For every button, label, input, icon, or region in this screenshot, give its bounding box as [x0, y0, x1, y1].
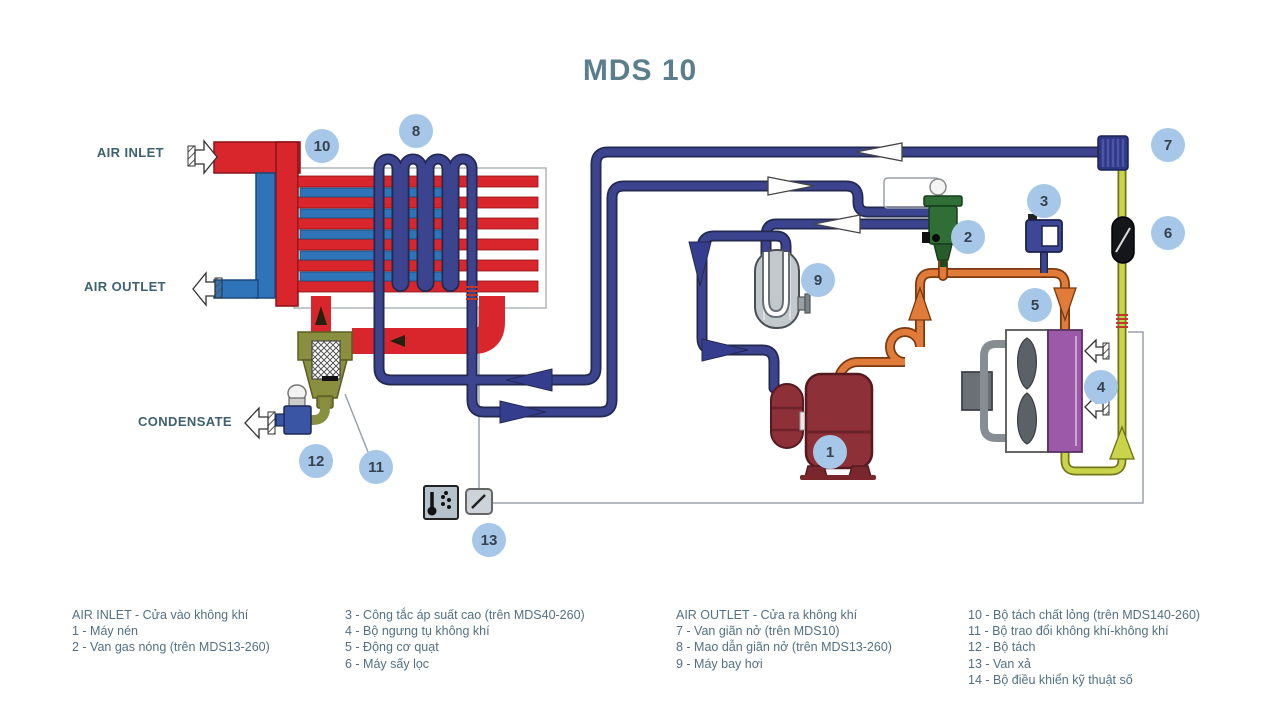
flow-arrow-up-red [315, 306, 327, 325]
badge-7: 7 [1151, 128, 1185, 162]
sensing-bulb [929, 178, 947, 196]
fan-blade [1017, 337, 1037, 390]
legend-line: 7 - Van giãn nở (trên MDS10) [676, 624, 840, 639]
liquid-line-fitting [1116, 314, 1128, 328]
legend-line: 13 - Van xả [968, 656, 1032, 671]
legend-line: 14 - Bộ điều khiển kỹ thuật số [968, 672, 1133, 687]
legend-column-2: 3 - Công tắc áp suất cao (trên MDS40-260… [345, 607, 585, 672]
air-inlet-label: AIR INLET [96, 145, 164, 160]
legend-line: 8 - Mao dẫn giãn nở (trên MDS13-260) [676, 640, 892, 655]
hot-gas-valve [883, 177, 963, 267]
evaporator [754, 249, 811, 329]
legend-line: 6 - Máy sấy lọc [345, 656, 430, 671]
badge-12: 12 [299, 444, 333, 478]
expansion-valve-coil [1097, 135, 1129, 171]
liquid-line [1065, 170, 1128, 471]
legend-line: 4 - Bộ ngưng tụ không khí [345, 624, 490, 639]
flow-arrows [499, 142, 1135, 460]
fan-shroud [980, 340, 1008, 442]
separator [297, 331, 353, 409]
legend-line: 1 - Máy nén [72, 624, 139, 639]
badge-3: 3 [1027, 184, 1061, 218]
badge-2: 2 [951, 220, 985, 254]
badge-10: 10 [305, 129, 339, 163]
legend-line: 12 - Bộ tách [968, 640, 1036, 655]
condensate-drain-valve [275, 384, 330, 435]
page-title: MDS 10 [582, 54, 698, 87]
legend-line: 9 - Máy bay hơi [676, 656, 763, 671]
filter-drier [1111, 216, 1135, 264]
flow-arrow-left-red [390, 335, 405, 347]
legend-line: 5 - Động cơ quạt [345, 640, 439, 655]
pressure-switch [1025, 214, 1063, 253]
air-outlet-arrow [192, 271, 223, 307]
badge-6: 6 [1151, 216, 1185, 250]
condensate-label: CONDENSATE [137, 414, 232, 429]
badge-1: 1 [813, 435, 847, 469]
condensate-arrow [244, 406, 276, 440]
air-outlet-duct [255, 172, 276, 299]
legend-line: 2 - Van gas nóng (trên MDS13-260) [72, 640, 270, 655]
suction-accumulator [770, 383, 804, 449]
badge-5: 5 [1018, 288, 1052, 322]
condenser-fan-assembly [961, 329, 1083, 453]
air-inlet-arrow [187, 139, 218, 175]
legend-line: AIR INLET - Cửa vào không khí [72, 608, 249, 622]
capillary-fitting [466, 286, 478, 300]
legend-line: 3 - Công tắc áp suất cao (trên MDS40-260… [345, 608, 585, 622]
badge-13: 13 [472, 523, 506, 557]
badge-8: 8 [399, 114, 433, 148]
legend-column-4: 10 - Bộ tách chất lỏng (trên MDS140-260)… [968, 607, 1200, 688]
legend-line: 11 - Bộ trao đổi không khí-không khí [968, 624, 1169, 639]
legend-column-3: AIR OUTLET - Cửa ra không khí 7 - Van gi… [676, 607, 892, 672]
badge-4: 4 [1084, 370, 1118, 404]
air-outlet-label: AIR OUTLET [84, 279, 166, 294]
legend-line: AIR OUTLET - Cửa ra không khí [676, 608, 858, 622]
digital-controller-icon [423, 485, 459, 520]
fan-blade [1017, 392, 1037, 445]
legend-line: 10 - Bộ tách chất lỏng (trên MDS140-260) [968, 608, 1201, 622]
badge-11: 11 [359, 450, 393, 484]
drain-valve-13 [465, 488, 493, 515]
badge-9: 9 [801, 263, 835, 297]
legend-column-1: AIR INLET - Cửa vào không khí 1 - Máy né… [72, 607, 270, 656]
separator-mesh [312, 341, 340, 379]
